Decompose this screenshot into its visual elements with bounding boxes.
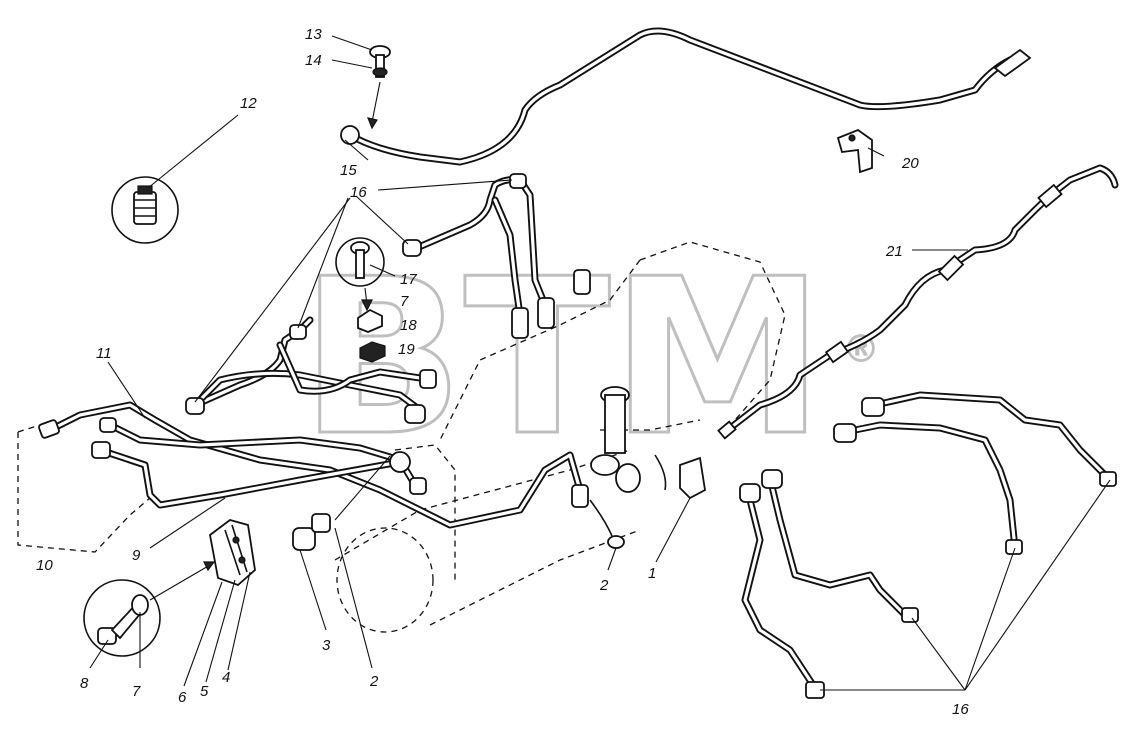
- label-20: 20: [901, 155, 919, 172]
- label-2-left: 2: [369, 673, 379, 690]
- label-1: 1: [648, 565, 656, 582]
- pump-parts: [292, 386, 706, 551]
- label-7-upper: 7: [400, 293, 409, 310]
- leader-lines: [89, 35, 1111, 691]
- bolt-7-8-detail: [83, 579, 161, 657]
- bolt-17-detail: [335, 237, 385, 312]
- lower-right-injector-lines: [739, 391, 1117, 699]
- label-3: 3: [322, 637, 331, 654]
- label-5: 5: [200, 683, 209, 700]
- label-7-lower: 7: [132, 683, 141, 700]
- label-10: 10: [36, 557, 53, 574]
- label-12: 12: [240, 95, 257, 112]
- label-6: 6: [178, 689, 187, 706]
- clamp-4-5-6: [149, 519, 256, 601]
- upper-injector-lines: [185, 173, 591, 424]
- watermark-text: BTM: [300, 232, 824, 483]
- label-16-upper: 16: [350, 184, 367, 201]
- label-11: 11: [96, 345, 112, 362]
- label-15: 15: [340, 162, 357, 179]
- label-9: 9: [132, 547, 141, 564]
- clips-18-19: [357, 308, 386, 363]
- label-4: 4: [222, 669, 230, 686]
- label-16-lower: 16: [952, 701, 969, 718]
- label-17: 17: [400, 271, 417, 288]
- watermark: BTM ®: [299, 231, 881, 485]
- bracket-20: [836, 128, 873, 174]
- lower-pipes: [38, 401, 589, 529]
- label-19: 19: [398, 341, 415, 358]
- pipe-15: [340, 27, 1032, 166]
- label-13: 13: [305, 26, 322, 43]
- label-8: 8: [80, 675, 89, 692]
- part-labels: 13 14 12 15 16 17 7 18 19 20 21 11 10 9 …: [36, 26, 969, 718]
- pipe-21: [717, 164, 1119, 440]
- label-2-right: 2: [599, 577, 609, 594]
- label-18: 18: [400, 317, 417, 334]
- fitting-12-detail: [111, 176, 179, 244]
- label-14: 14: [305, 52, 322, 69]
- bolt-13-washer-14: [367, 45, 391, 130]
- label-21: 21: [885, 243, 903, 260]
